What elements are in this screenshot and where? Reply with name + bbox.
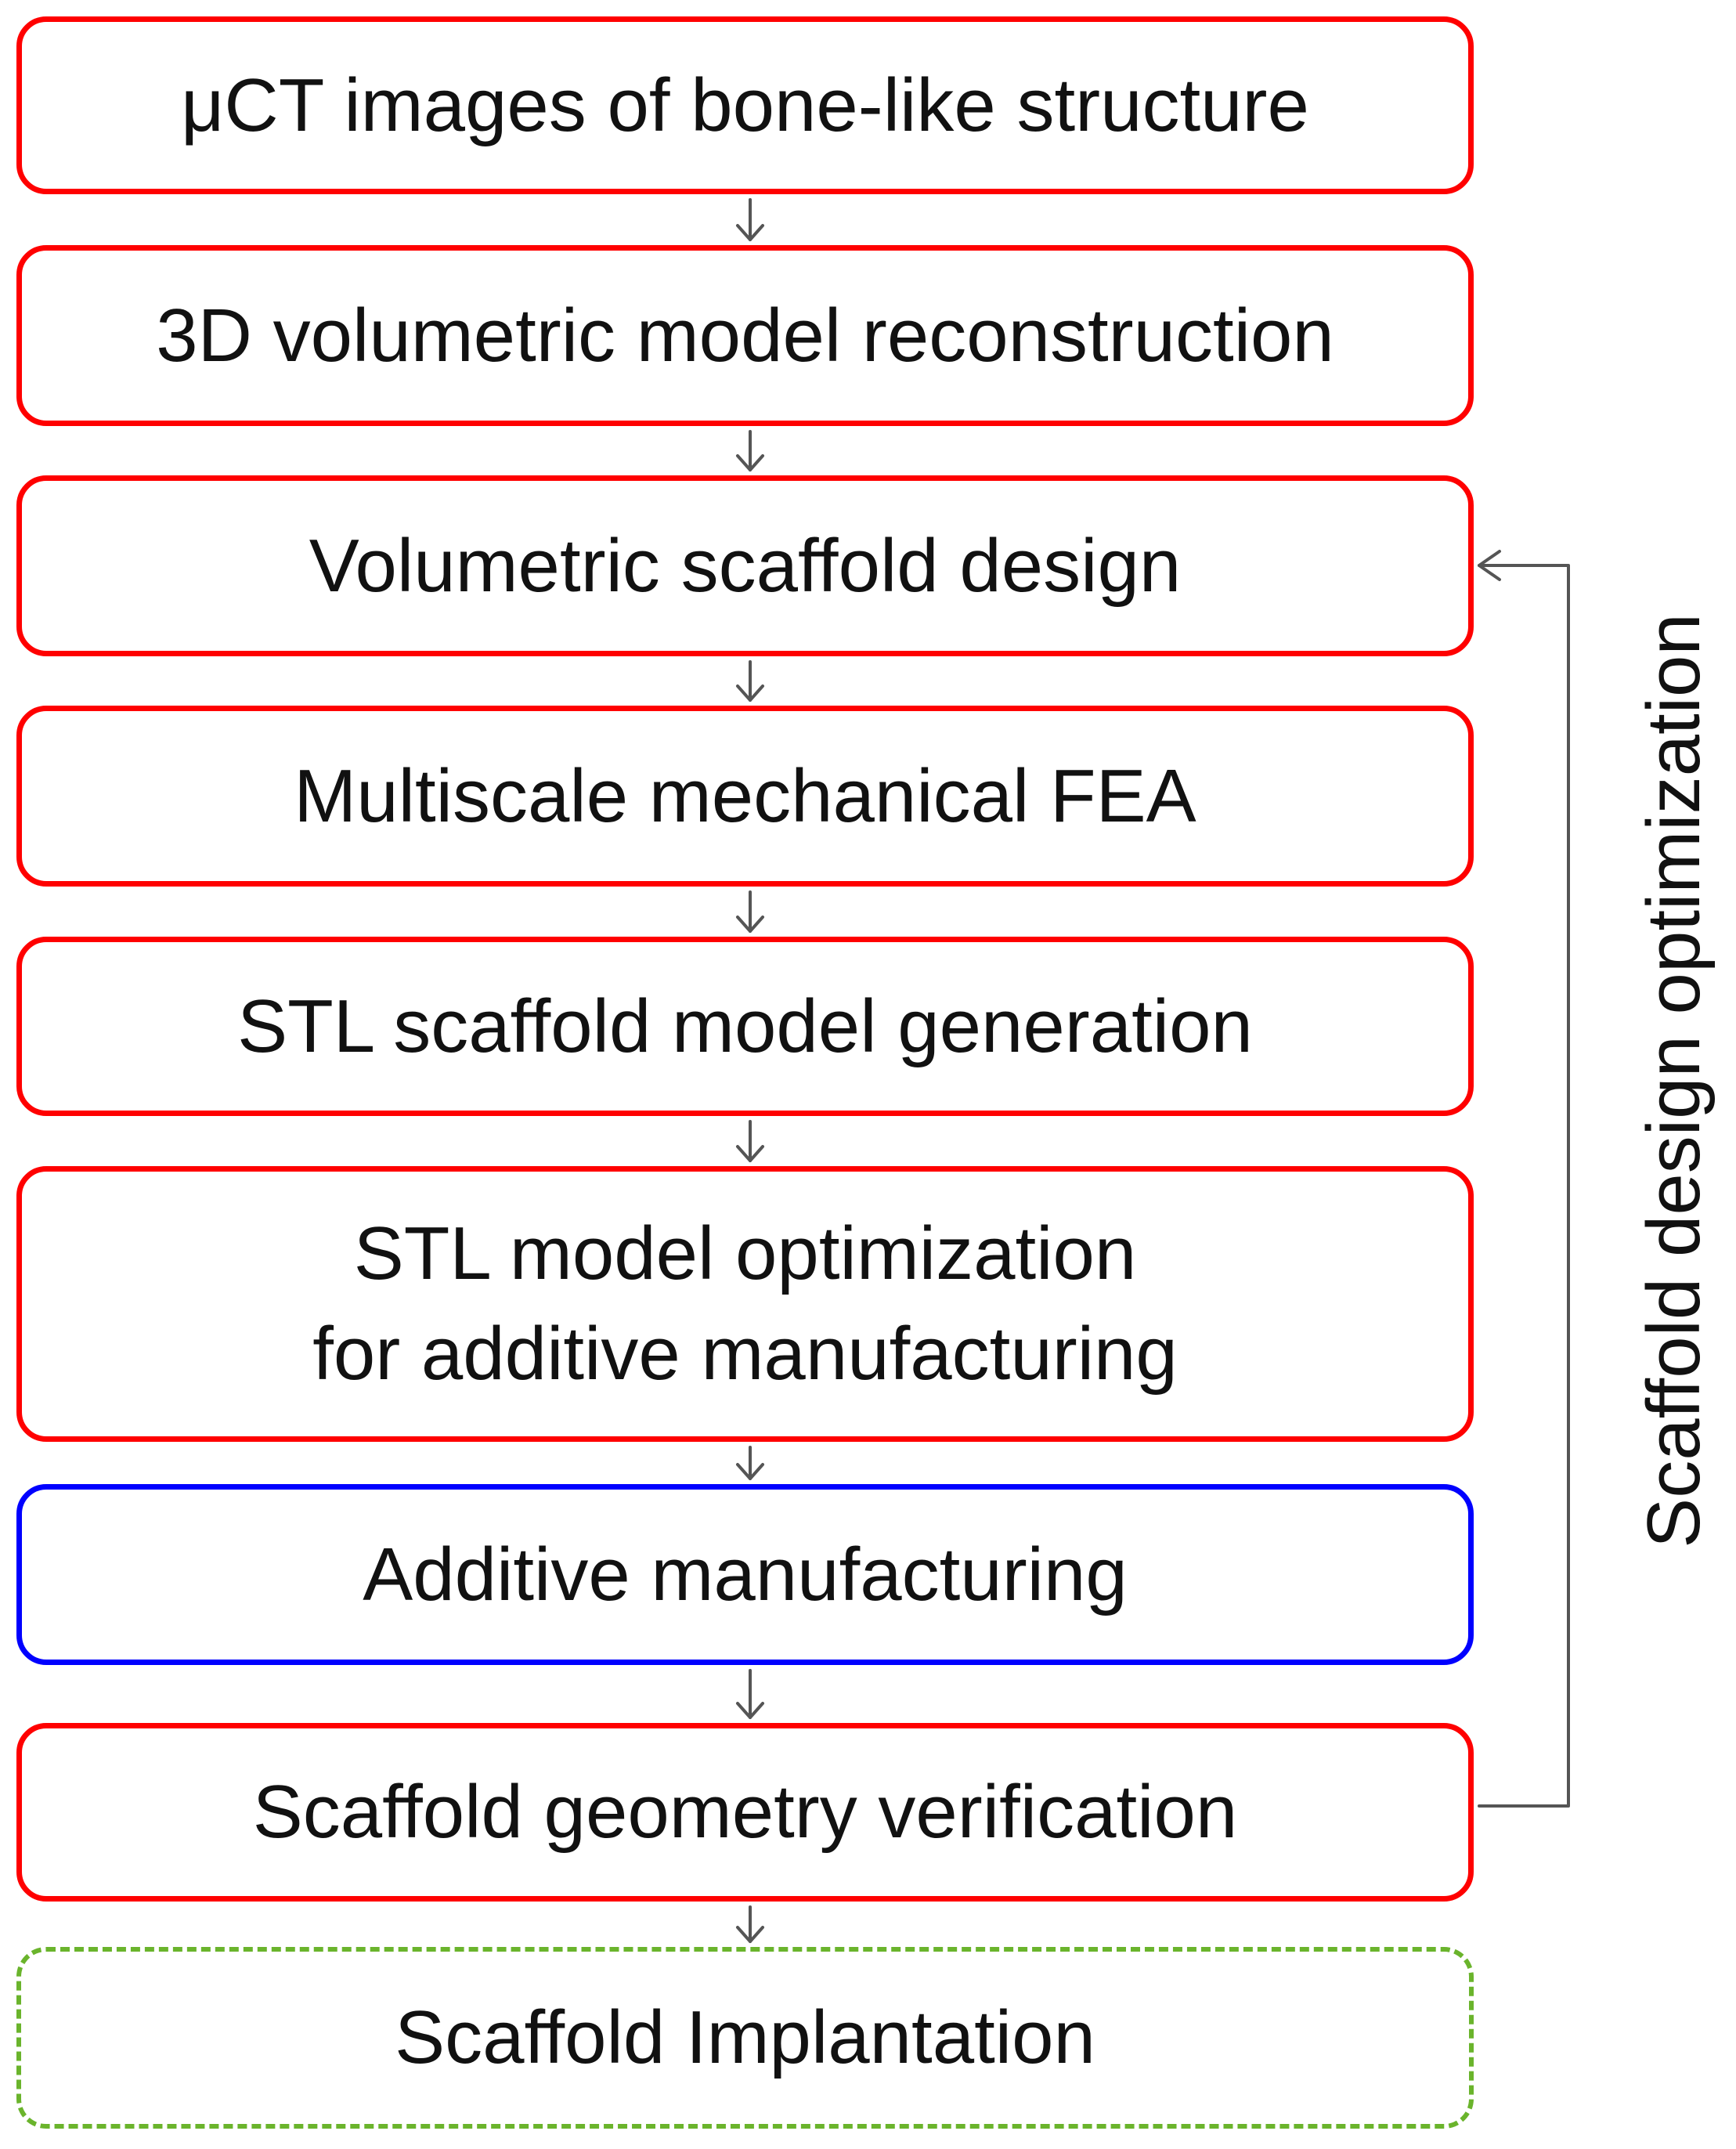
arrow-3-4: [736, 660, 764, 702]
step-stl-optimization-line-2: for additive manufacturing: [312, 1312, 1178, 1396]
step-stl-generation-label: STL scaffold model generation: [237, 984, 1253, 1068]
step-volumetric-design: Volumetric scaffold design: [16, 475, 1474, 656]
step-stl-optimization: STL model optimization for additive manu…: [16, 1166, 1474, 1442]
arrow-1-2: [736, 198, 764, 241]
arrow-8-9: [736, 1905, 764, 1943]
step-scaffold-implantation-label: Scaffold Implantation: [395, 1996, 1095, 2079]
step-stl-optimization-line-1: STL model optimization: [353, 1212, 1137, 1295]
step-ct-images-label: μCT images of bone-like structure: [181, 63, 1309, 147]
step-multiscale-fea-label: Multiscale mechanical FEA: [294, 753, 1196, 838]
step-3d-reconstruction: 3D volumetric model reconstruction: [16, 245, 1474, 426]
arrow-5-6: [736, 1120, 764, 1162]
feedback-loop-arrow: [1478, 550, 1570, 1808]
arrow-7-8: [736, 1669, 764, 1719]
step-scaffold-implantation: Scaffold Implantation: [16, 1947, 1474, 2129]
feedback-loop-label: Scaffold design optimization: [1632, 613, 1716, 1548]
arrow-6-7: [736, 1446, 764, 1480]
step-volumetric-design-label: Volumetric scaffold design: [309, 523, 1182, 608]
step-geometry-verification: Scaffold geometry verification: [16, 1723, 1474, 1902]
step-additive-manufacturing: Additive manufacturing: [16, 1484, 1474, 1665]
step-ct-images: μCT images of bone-like structure: [16, 16, 1474, 194]
step-3d-reconstruction-label: 3D volumetric model reconstruction: [156, 293, 1334, 377]
arrow-4-5: [736, 890, 764, 933]
step-stl-generation: STL scaffold model generation: [16, 937, 1474, 1116]
step-multiscale-fea: Multiscale mechanical FEA: [16, 706, 1474, 887]
step-geometry-verification-label: Scaffold geometry verification: [252, 1770, 1238, 1854]
step-additive-manufacturing-label: Additive manufacturing: [363, 1532, 1128, 1616]
arrow-2-3: [736, 430, 764, 471]
